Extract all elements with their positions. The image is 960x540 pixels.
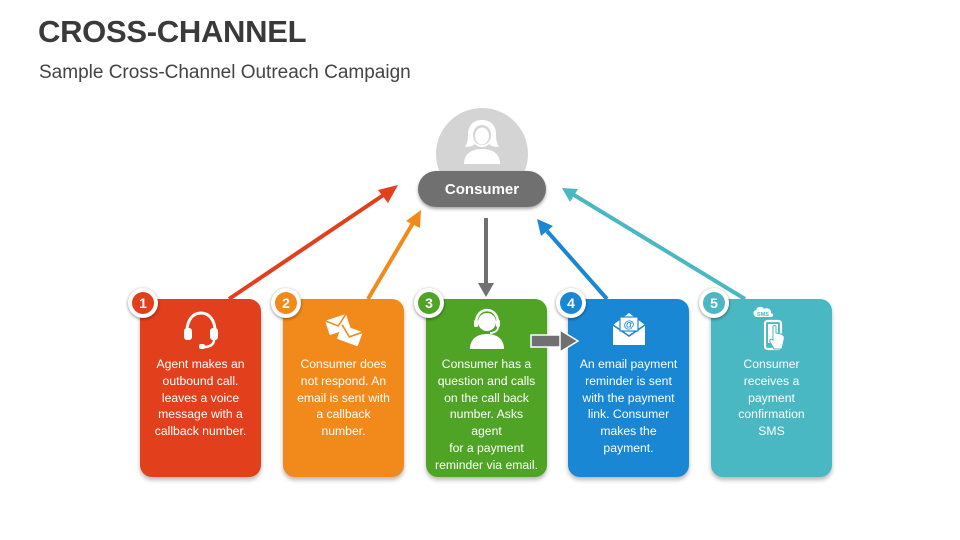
arrow-consumer-to-step-3 xyxy=(478,218,494,297)
arrow-step-5-to-consumer xyxy=(562,188,747,301)
envelopes-icon xyxy=(283,307,404,351)
step-badge-3: 3 xyxy=(414,288,444,318)
svg-text:@: @ xyxy=(623,319,634,331)
step-badge-1: 1 xyxy=(128,288,158,318)
step-badge-2: 2 xyxy=(271,288,301,318)
step-text: Consumer receives a payment confirmation… xyxy=(738,357,805,439)
step-text: Consumer does not respond. An email is s… xyxy=(297,357,390,439)
support-agent-icon xyxy=(426,307,547,351)
consumer-label: Consumer xyxy=(418,171,546,207)
headset-icon xyxy=(140,307,261,351)
page-subtitle: Sample Cross-Channel Outreach Campaign xyxy=(39,62,411,83)
email-at-icon: @ xyxy=(568,307,689,351)
step-card-3: Consumer has a question and calls on the… xyxy=(426,299,547,477)
step-card-1: Agent makes an outbound call. leaves a v… xyxy=(140,299,261,477)
step-card-5: SMS Consumer receives a payment confirma… xyxy=(711,299,832,477)
step-card-2: Consumer does not respond. An email is s… xyxy=(283,299,404,477)
page-title: CROSS-CHANNEL xyxy=(38,14,307,49)
sms-phone-icon: SMS xyxy=(711,306,832,351)
step-text: Consumer has a question and calls on the… xyxy=(435,357,538,472)
arrow-step-2-to-consumer xyxy=(366,210,421,301)
step-badge-4: 4 xyxy=(556,288,586,318)
sms-icon-label: SMS xyxy=(757,312,769,318)
step-badge-5: 5 xyxy=(699,288,729,318)
step-text: An email payment reminder is sent with t… xyxy=(579,357,678,455)
step-text: Agent makes an outbound call. leaves a v… xyxy=(154,357,247,439)
arrow-step-4-to-consumer xyxy=(537,219,609,301)
arrow-step-1-to-consumer xyxy=(227,185,398,301)
person-icon xyxy=(460,118,504,169)
step-card-4: @ An email payment reminder is sent with… xyxy=(568,299,689,477)
